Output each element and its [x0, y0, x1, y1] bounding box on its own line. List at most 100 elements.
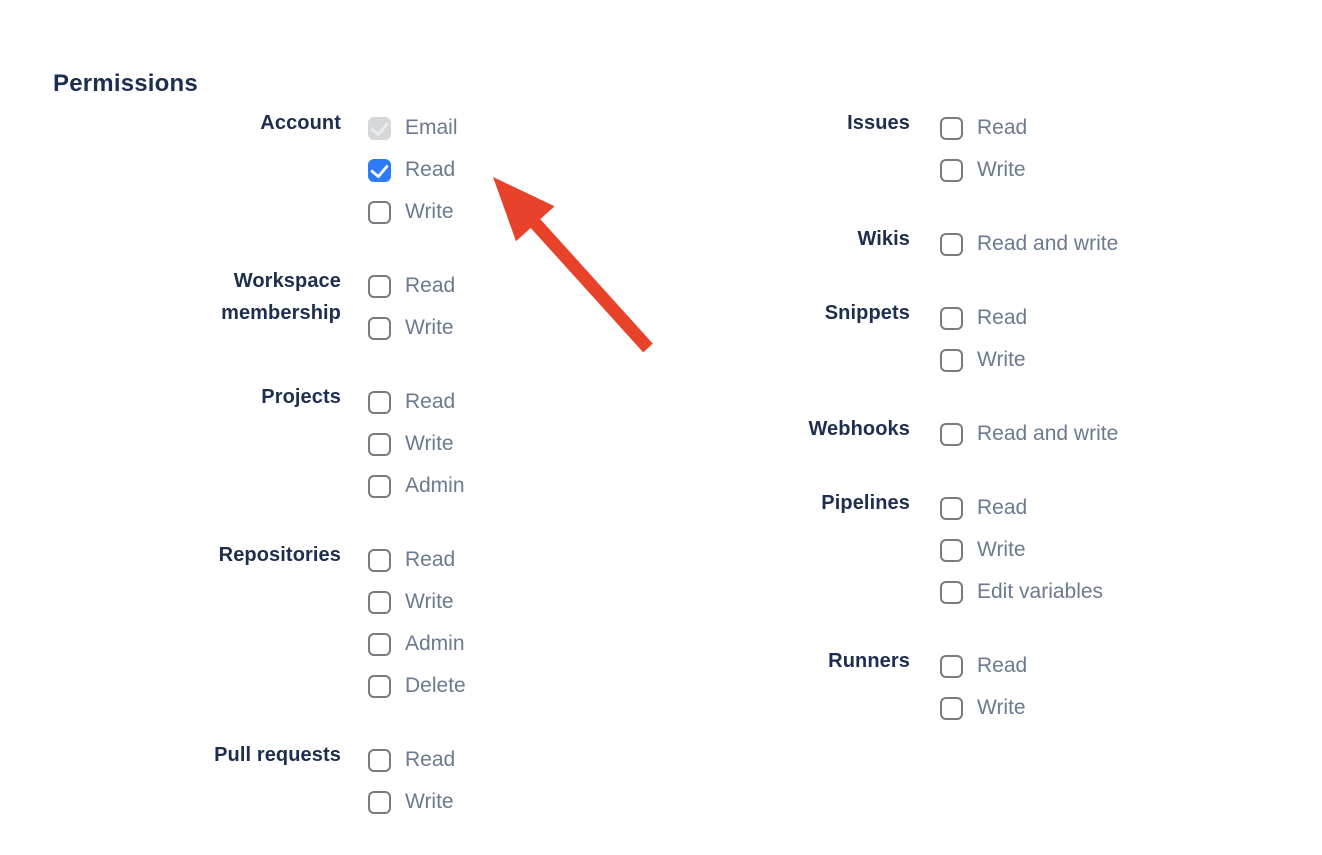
- pull-requests-read-label[interactable]: Read: [405, 748, 456, 771]
- repositories-delete-label[interactable]: Delete: [405, 674, 466, 697]
- runners-write-checkbox[interactable]: [940, 696, 963, 720]
- option-row: Write: [940, 339, 1027, 381]
- pipelines-write-label[interactable]: Write: [977, 538, 1026, 561]
- permission-group-projects: Projects Read Write Admin: [161, 381, 590, 507]
- permissions-form: Account Email Read Write Workspace membe…: [0, 107, 1118, 855]
- option-row: Admin: [368, 465, 465, 507]
- account-email-checkbox: [368, 116, 391, 140]
- wikis-read-and-write-label[interactable]: Read and write: [977, 232, 1119, 255]
- wikis-read-and-write-checkbox[interactable]: [940, 232, 963, 256]
- workspace-membership-read-checkbox[interactable]: [368, 274, 391, 298]
- option-row: Write: [368, 423, 465, 465]
- permission-group-pull-requests: Pull requests Read Write: [161, 739, 590, 823]
- option-row: Read: [368, 739, 455, 781]
- option-row: Admin: [368, 623, 466, 665]
- repositories-delete-checkbox[interactable]: [368, 674, 391, 698]
- group-label-wikis: Wikis: [857, 228, 910, 250]
- webhooks-read-and-write-checkbox[interactable]: [940, 422, 963, 446]
- option-row: Read: [368, 265, 455, 307]
- snippets-read-label[interactable]: Read: [977, 306, 1028, 329]
- pipelines-edit-variables-checkbox[interactable]: [940, 580, 963, 604]
- account-read-label[interactable]: Read: [405, 158, 456, 181]
- account-email-label: Email: [405, 116, 458, 139]
- check-icon: [370, 158, 389, 179]
- repositories-admin-label[interactable]: Admin: [405, 632, 465, 655]
- permissions-column-right: Issues Read Write Wikis Read and write: [590, 107, 1118, 761]
- permissions-heading: Permissions: [53, 69, 198, 97]
- workspace-membership-write-checkbox[interactable]: [368, 316, 391, 340]
- workspace-membership-read-label[interactable]: Read: [405, 274, 456, 297]
- option-row: Read and write: [940, 223, 1118, 265]
- pull-requests-write-checkbox[interactable]: [368, 790, 391, 814]
- permission-group-workspace-membership: Workspace membership Read Write: [161, 265, 590, 349]
- pipelines-read-checkbox[interactable]: [940, 496, 963, 520]
- snippets-read-checkbox[interactable]: [940, 306, 963, 330]
- repositories-read-label[interactable]: Read: [405, 548, 456, 571]
- permission-group-snippets: Snippets Read Write: [590, 297, 1118, 381]
- permission-group-repositories: Repositories Read Write Admin Delete: [161, 539, 590, 707]
- issues-read-checkbox[interactable]: [940, 116, 963, 140]
- workspace-membership-write-label[interactable]: Write: [405, 316, 454, 339]
- snippets-write-checkbox[interactable]: [940, 348, 963, 372]
- projects-admin-checkbox[interactable]: [368, 474, 391, 498]
- runners-read-label[interactable]: Read: [977, 654, 1028, 677]
- projects-read-checkbox[interactable]: [368, 390, 391, 414]
- option-row: Write: [368, 581, 466, 623]
- account-read-checkbox[interactable]: [368, 158, 391, 182]
- permission-group-issues: Issues Read Write: [590, 107, 1118, 191]
- pipelines-read-label[interactable]: Read: [977, 496, 1028, 519]
- runners-read-checkbox[interactable]: [940, 654, 963, 678]
- group-label-webhooks: Webhooks: [808, 418, 910, 440]
- permission-group-runners: Runners Read Write: [590, 645, 1118, 729]
- option-row: Read: [940, 645, 1027, 687]
- permissions-column-left: Account Email Read Write Workspace membe…: [161, 107, 590, 855]
- group-label-repositories: Repositories: [218, 544, 341, 566]
- option-row: Edit variables: [940, 571, 1103, 613]
- group-label-pull-requests: Pull requests: [214, 744, 341, 766]
- option-row: Read: [940, 297, 1027, 339]
- group-label-issues: Issues: [847, 112, 910, 134]
- option-row: Delete: [368, 665, 466, 707]
- repositories-read-checkbox[interactable]: [368, 548, 391, 572]
- option-row: Read: [368, 381, 465, 423]
- option-row: Write: [368, 191, 458, 233]
- option-row: Read: [940, 107, 1027, 149]
- runners-write-label[interactable]: Write: [977, 696, 1026, 719]
- option-row: Write: [368, 307, 455, 349]
- group-label-runners: Runners: [828, 650, 910, 672]
- option-row: Read and write: [940, 413, 1118, 455]
- option-row: Read: [368, 539, 466, 581]
- account-write-checkbox[interactable]: [368, 200, 391, 224]
- pull-requests-read-checkbox[interactable]: [368, 748, 391, 772]
- option-row: Write: [940, 529, 1103, 571]
- permission-group-webhooks: Webhooks Read and write: [590, 413, 1118, 455]
- option-row: Read: [940, 487, 1103, 529]
- projects-admin-label[interactable]: Admin: [405, 474, 465, 497]
- group-label-snippets: Snippets: [824, 302, 910, 324]
- group-label-account: Account: [260, 112, 341, 134]
- issues-read-label[interactable]: Read: [977, 116, 1028, 139]
- account-write-label[interactable]: Write: [405, 200, 454, 223]
- option-row: Write: [940, 149, 1027, 191]
- repositories-write-label[interactable]: Write: [405, 590, 454, 613]
- permission-group-wikis: Wikis Read and write: [590, 223, 1118, 265]
- check-icon: [370, 116, 389, 137]
- webhooks-read-and-write-label[interactable]: Read and write: [977, 422, 1119, 445]
- permission-group-pipelines: Pipelines Read Write Edit variables: [590, 487, 1118, 613]
- issues-write-label[interactable]: Write: [977, 158, 1026, 181]
- group-label-projects: Projects: [261, 386, 341, 408]
- projects-read-label[interactable]: Read: [405, 390, 456, 413]
- option-row: Write: [940, 687, 1027, 729]
- repositories-write-checkbox[interactable]: [368, 590, 391, 614]
- pull-requests-write-label[interactable]: Write: [405, 790, 454, 813]
- issues-write-checkbox[interactable]: [940, 158, 963, 182]
- projects-write-checkbox[interactable]: [368, 432, 391, 456]
- repositories-admin-checkbox[interactable]: [368, 632, 391, 656]
- pipelines-edit-variables-label[interactable]: Edit variables: [977, 580, 1104, 603]
- permission-group-account: Account Email Read Write: [161, 107, 590, 233]
- snippets-write-label[interactable]: Write: [977, 348, 1026, 371]
- group-label-workspace-membership: Workspace membership: [221, 270, 341, 324]
- projects-write-label[interactable]: Write: [405, 432, 454, 455]
- pipelines-write-checkbox[interactable]: [940, 538, 963, 562]
